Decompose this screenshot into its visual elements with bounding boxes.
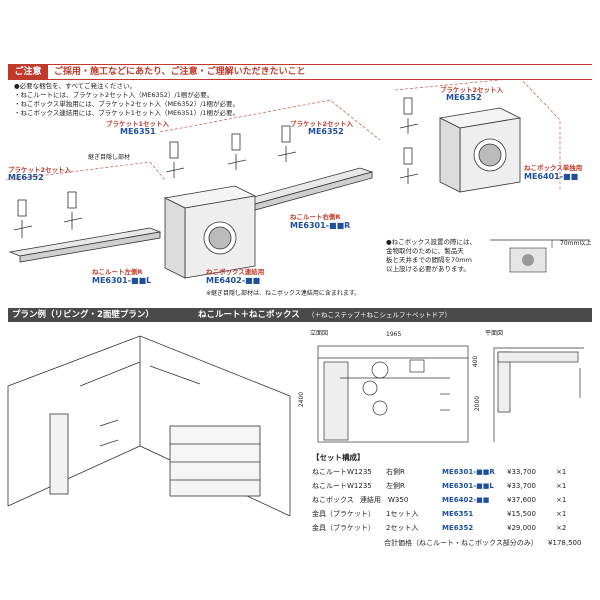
set-row-spec: 連結用 W350 [360, 496, 409, 504]
set-row-qty: ×1 [556, 482, 567, 490]
set-row-code: ME6351 [442, 510, 474, 518]
set-row-price: ¥33,700 [507, 468, 536, 476]
set-row-name: 金具（ブラケット） [312, 510, 375, 518]
set-row-code: ME6301-■■R [442, 468, 495, 476]
box-dimension: 70mm以上 [560, 240, 592, 247]
box-note-line: 板と天井までの間隔を70mm [386, 256, 472, 264]
set-row-price: ¥37,600 [507, 496, 536, 504]
set-row-qty: ×2 [556, 524, 567, 532]
route-right-code: ME6301-■■R [290, 221, 351, 230]
caution-heading: ご採用・施工などにあたり、ご注意・ご理解いただきたいこと [54, 67, 306, 77]
set-row-code: ME6352 [442, 524, 474, 532]
set-row-spec: 2セット入 [386, 524, 419, 532]
bracket2-right-label: ブラケット2セット入 [440, 86, 504, 94]
plan-header-bar: プラン例（リビング・2面壁プラン） ねこルート＋ねこボックス （＋ねこステップ＋… [8, 308, 592, 322]
note-line: ●必要な梱包を、すべてご発注ください。 [14, 82, 136, 90]
box-single-label: ねこボックス単独用 [524, 164, 583, 172]
set-row-spec: 左側R [386, 482, 405, 490]
product-diagram [5, 80, 561, 279]
bracket2-left-code: ME6352 [8, 173, 44, 182]
set-row-spec: 右側R [386, 468, 405, 476]
plan-view-label: 平面図 [485, 330, 504, 337]
total-row: 合計価格（ねこルート・ねこボックス部分のみ） ¥178,500 [384, 538, 581, 548]
set-row-price: ¥33,700 [507, 482, 536, 490]
set-row-name: ねこルートW1235 [312, 482, 372, 490]
set-row-qty: ×1 [556, 496, 567, 504]
room-illustration [7, 335, 291, 516]
note-line: ・ねこボックス連結用には、ブラケット1セット入（ME6351）/1梱が必要。 [14, 109, 240, 117]
box-single-code: ME6401-■■ [524, 172, 579, 181]
note-line: ・ねこボックス単独用には、ブラケット2セット入（ME6352）/1梱が必要。 [14, 100, 240, 108]
set-row: ねこルートW1235 右側R ME6301-■■R ¥33,700 ×1 [312, 466, 582, 478]
set-row-name: ねこボックス [312, 496, 354, 504]
dim-width: 1965 [386, 331, 402, 338]
set-row-price: ¥15,500 [507, 510, 536, 518]
set-title: 【セット構成】 [312, 453, 365, 462]
plan-subtitle: ねこルート＋ねこボックス [198, 310, 300, 320]
bracket2-left-label: ブラケット2セット入 [8, 166, 72, 174]
notes-block: ●必要な梱包を、すべてご発注ください。 ・ねこルートには、ブラケット2セット入（… [14, 82, 239, 118]
set-row-qty: ×1 [556, 510, 567, 518]
box-note-line: 金物取付のために、製品天 [386, 247, 464, 255]
eye-joint-note: ※継ぎ目隠し部材は、ねこボックス連結用に含まれます。 [206, 290, 361, 297]
set-row-qty: ×1 [556, 468, 567, 476]
eye-joint-label: 継ぎ目隠し部材 [88, 154, 131, 161]
set-row-name: 金具（ブラケット） [312, 524, 375, 532]
bracket2-right-code: ME6352 [446, 93, 482, 102]
dim-height: 2400 [298, 391, 306, 408]
box-install-diagram [490, 239, 590, 273]
bracket1-code: ME6351 [120, 127, 156, 136]
set-row-name: ねこルートW1235 [312, 468, 372, 476]
plan-subnote: （＋ねこステップ＋ねこシェルフ＋ペットドア） [308, 311, 451, 319]
elevation-drawing [317, 345, 469, 443]
set-row-price: ¥29,000 [507, 524, 536, 532]
set-row: ねこルートW1235 左側R ME6301-■■L ¥33,700 ×1 [312, 480, 582, 492]
box-link-code: ME6402-■■ [206, 276, 261, 285]
set-row: ねこボックス 連結用 W350 ME6402-■■ ¥37,600 ×1 [312, 494, 582, 506]
set-row: 金具（ブラケット） 1セット入 ME6351 ¥15,500 ×1 [312, 508, 582, 520]
bracket2-mid-code: ME6352 [308, 127, 344, 136]
total-price: ¥178,500 [548, 539, 582, 547]
box-install-note: ●ねこボックス設置の際には、 金物取付のために、製品天 板と天井までの間隔を70… [386, 238, 476, 274]
caution-tag: ご注意 [8, 65, 48, 79]
set-row-spec: 1セット入 [386, 510, 419, 518]
caution-bar: ご注意 ご採用・施工などにあたり、ご注意・ご理解いただきたいこと [8, 64, 592, 80]
box-link-label: ねこボックス連結用 [206, 268, 265, 276]
bracket2-mid-label: ブラケット2セット入 [290, 120, 354, 128]
plan-title: プラン例（リビング・2面壁プラン） [12, 310, 154, 320]
route-left-label: ねこルート左側R [92, 268, 143, 276]
box-note-line: 以上設ける必要があります。 [386, 265, 470, 273]
plan-view-drawing [493, 347, 584, 442]
bracket1-label: ブラケット1セット入 [106, 120, 170, 128]
set-row: 金具（ブラケット） 2セット入 ME6352 ¥29,000 ×2 [312, 522, 582, 534]
set-row-code: ME6301-■■L [442, 482, 494, 490]
bracket-icon [13, 191, 83, 238]
route-right-label: ねこルート右側R [290, 213, 341, 221]
note-line: ・ねこルートには、ブラケット2セット入（ME6352）/1梱が必要。 [14, 91, 214, 99]
total-label: 合計価格（ねこルート・ねこボックス部分のみ） [384, 539, 538, 547]
box-note-line: ●ねこボックス設置の際には、 [386, 238, 476, 246]
route-left-code: ME6301-■■L [92, 276, 152, 285]
elevation-label: 立面図 [310, 330, 329, 337]
set-row-code: ME6402-■■ [442, 496, 490, 504]
